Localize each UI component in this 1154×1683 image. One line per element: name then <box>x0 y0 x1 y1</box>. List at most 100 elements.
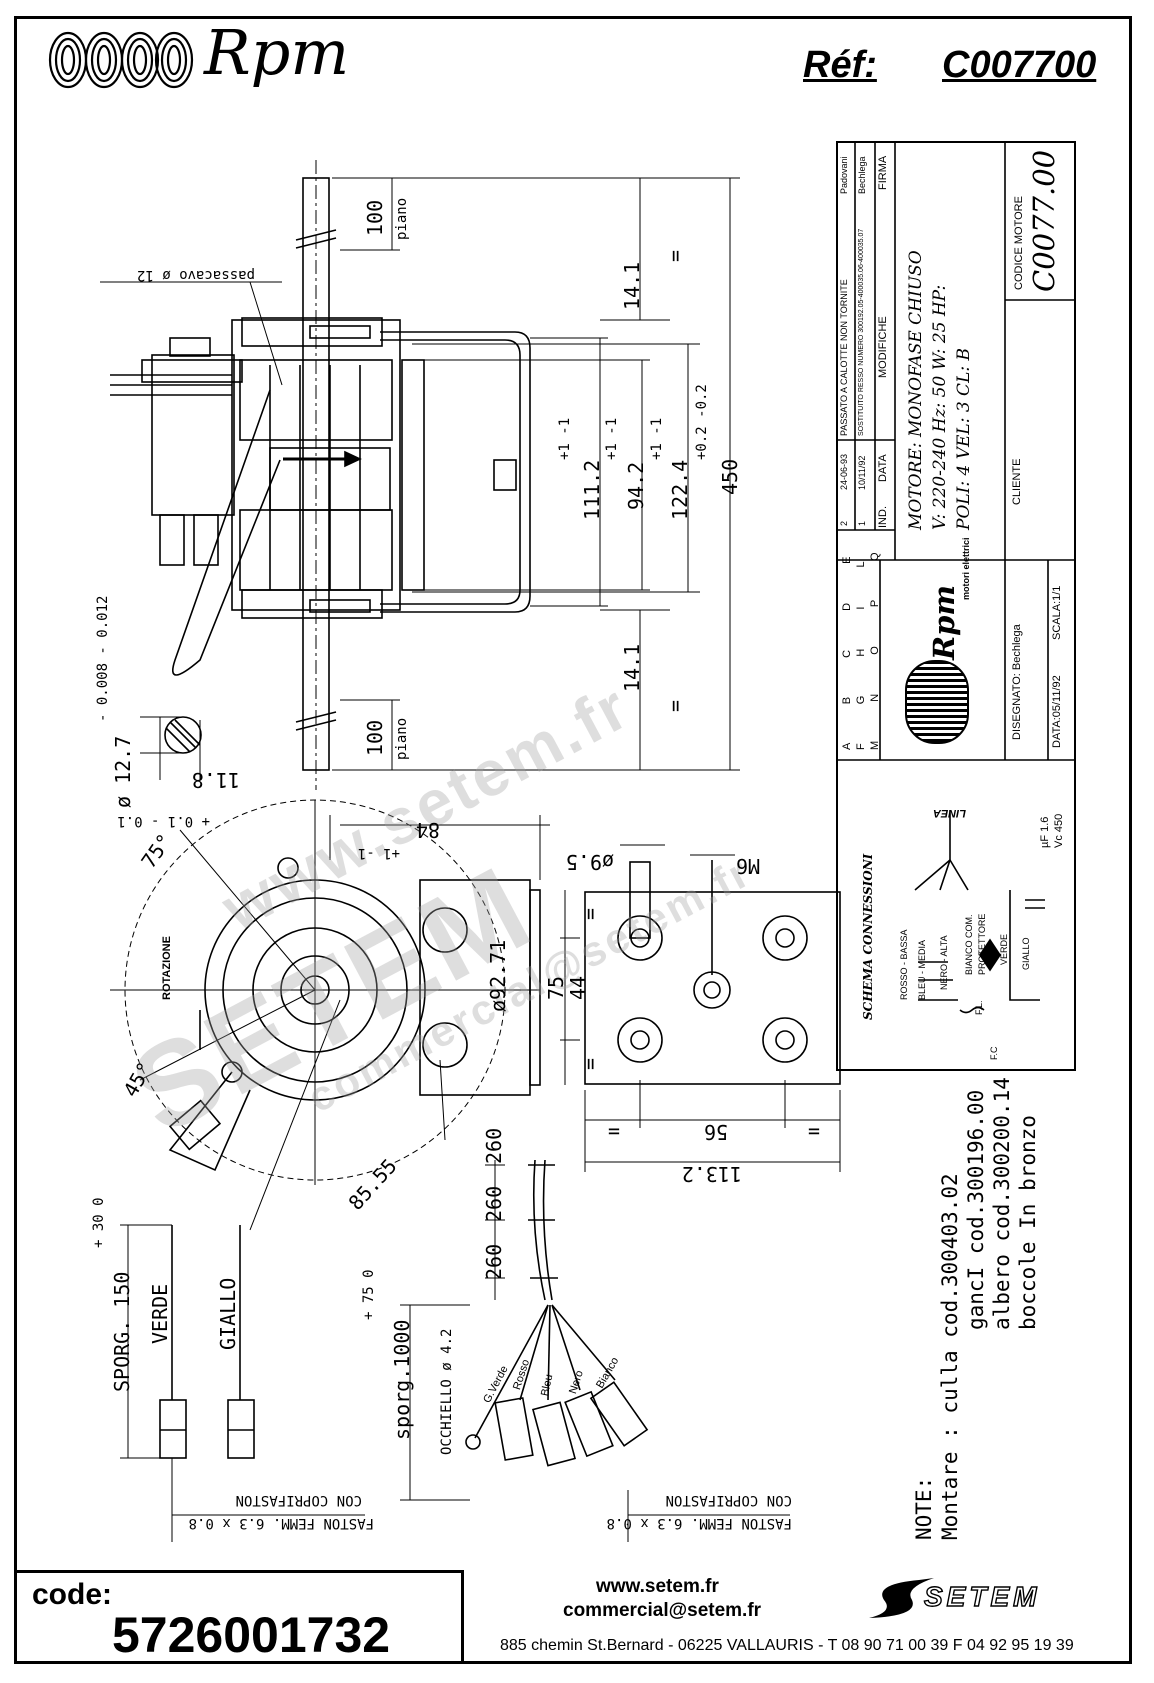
dim-m6: M6 <box>735 854 760 878</box>
dim-top-flat: 100 <box>363 199 387 236</box>
shaft-section <box>140 716 202 780</box>
wiring-schema <box>914 810 1045 1014</box>
setem-swoosh-icon: SETEM <box>869 1578 1040 1618</box>
dim-56: 56 <box>703 1120 728 1144</box>
dim-bottom-flat: 100 <box>363 719 387 756</box>
tb-letters-2: F G H I L <box>855 543 867 750</box>
dim-450: 450 <box>718 458 742 495</box>
mounting-plate <box>584 860 841 1085</box>
code-label: code: <box>32 1578 113 1611</box>
schema-cap-uf: µF 1.6 <box>1039 816 1051 848</box>
schema-fc: F.C <box>989 1046 999 1061</box>
rev-2-signature: Padovani <box>839 156 849 194</box>
dim-122-tol: +1 -1 <box>649 417 665 460</box>
notes-line-3: albero cod.300200.14 <box>990 1077 1014 1330</box>
cap-lead-length: SPORG. 150 <box>110 1271 134 1392</box>
shaft-flat-tol: + 0.1 - 0.1 <box>117 813 210 829</box>
dim-75: 75 <box>544 975 568 1000</box>
draw-scale: SCALA:1/1 <box>1051 585 1063 640</box>
dim-94: 94.2 <box>624 461 648 510</box>
dim-84-tol: +1 -1 <box>357 845 400 861</box>
eyelet-label: OCCHIELLO ø 4.2 <box>439 1328 455 1455</box>
lead-length: sporg.1000 <box>390 1319 414 1440</box>
motor-shaft <box>295 160 337 790</box>
draw-date: DATA:05/11/92 <box>1051 675 1063 748</box>
notes-line-1: Montare : culla cod.300403.02 <box>938 1173 962 1540</box>
rotation-label: ROTAZIONE <box>161 936 173 1000</box>
code-box <box>14 1570 464 1664</box>
shaft-flat: 11.8 <box>191 768 240 792</box>
rpm-coils-icon <box>48 31 194 89</box>
email-link[interactable]: commercial@setem.fr <box>563 1600 762 1621</box>
equal-bottom: = <box>663 699 687 712</box>
rev-2-text: PASSATO A CALOTTE NON TORNITE <box>839 279 849 436</box>
tb-letters-1: A B C D E <box>841 538 853 750</box>
dim-122: 122.4 <box>668 459 692 520</box>
motor-spec-2: POLI: 4 VEL: 3 CL: B <box>954 348 974 530</box>
schema-wire-bleu: BLEU - MEDIA <box>917 939 927 1000</box>
shaft-diameter: ø 12.7 <box>111 735 135 808</box>
lead-segment-2: 260 <box>482 1185 506 1222</box>
schema-wire-verde: VERDE <box>999 933 1009 965</box>
rev-2-date: 24-06-93 <box>839 453 849 490</box>
faston-right-2: FASTON FEMM. 6.3 x 0.8 <box>606 1515 792 1531</box>
tb-letters-3: M N O P Q <box>869 534 881 750</box>
tb-coil-icon <box>905 660 969 744</box>
lead-segment-3: 260 <box>482 1243 506 1280</box>
faston-left-1: CON COPRIFASTON <box>235 1492 362 1508</box>
title-block-grid <box>836 141 1076 1071</box>
rev-1-signature: Bechlega <box>857 156 867 194</box>
tb-data-header: DATA <box>877 454 889 482</box>
tb-firma-header: FIRMA <box>877 155 889 190</box>
schema-wire-nero: NERO - ALTA <box>939 935 949 990</box>
tb-modifiche-header: MODIFICHE <box>877 316 889 378</box>
setem-logo-text: SETEM <box>924 1581 1040 1612</box>
dim-14-bottom: 14.1 <box>620 643 644 692</box>
lead-segment-1: 260 <box>482 1127 506 1164</box>
dim-bottom-flat-label: piano <box>394 717 410 760</box>
capacitor-leads <box>159 1225 255 1459</box>
lead-length-tol: + 75 0 <box>361 1269 377 1320</box>
cap-lead-length-tol: + 30 0 <box>91 1197 107 1248</box>
dim-111: 111.2 <box>580 459 604 520</box>
tb-ind-header: IND. <box>877 506 889 528</box>
equal-top: = <box>663 249 687 262</box>
dim-44: 44 <box>566 975 590 1000</box>
wire-harness <box>465 1159 649 1467</box>
schema-wire-giallo: GIALLO <box>1021 937 1031 970</box>
faston-right-1: CON COPRIFASTON <box>665 1492 792 1508</box>
notes-line-2: gancI cod.300196.00 <box>964 1089 988 1330</box>
cable-gland-label: passacavo ø 12 <box>136 267 255 283</box>
dim-94-tol: +1 -1 <box>604 417 620 460</box>
notes-line-4: boccole In bronzo <box>1016 1115 1040 1330</box>
dim-450-tol: +0.2 -0.2 <box>694 384 710 460</box>
reference-code: C007700 <box>942 44 1097 86</box>
rev-1-index: 1 <box>857 520 867 526</box>
notes-title: NOTE: <box>912 1476 936 1540</box>
dim-14-top: 14.1 <box>620 261 644 310</box>
rev-1-date: 10/11/92 <box>857 455 867 490</box>
dim-113: 113.2 <box>681 1162 742 1186</box>
codice-motore: C0077.00 <box>1027 149 1061 292</box>
rev-1-text: SOSTITUITO RESSO NUMERO 300192.05-400035… <box>858 228 865 436</box>
schema-wire-rosso: ROSSO - BASSA <box>899 929 909 1000</box>
motor-type: MOTORE: MONOFASE CHIUSO <box>906 250 926 530</box>
cap-lead-verde: VERDE <box>148 1283 172 1344</box>
codice-label: CODICE MOTORE <box>1013 196 1025 290</box>
equal-bottom-plate: = <box>578 1057 602 1070</box>
dim-111-tol: +1 -1 <box>557 417 573 460</box>
reference-label: Réf: <box>803 44 877 86</box>
shaft-diameter-tol: - 0.008 - 0.012 <box>95 595 111 722</box>
schema-fl: F.L. <box>974 1000 984 1015</box>
website-link[interactable]: www.setem.fr <box>596 1576 719 1597</box>
schema-title: SCHEMA CONNESSIONI <box>861 853 875 1020</box>
address: 885 chemin St.Bernard - 06225 VALLAURIS … <box>500 1637 1074 1654</box>
brand-name: Rpm <box>204 16 350 89</box>
schema-wire-bianco: BIANCO COM. <box>964 914 974 975</box>
equal-left: = <box>607 1120 620 1144</box>
cap-lead-giallo: GIALLO <box>216 1277 240 1350</box>
dim-top-flat-label: piano <box>394 197 410 240</box>
drawing-frame <box>14 16 1132 1664</box>
dim-92-71: ø92.71 <box>486 939 510 1012</box>
rev-2-index: 2 <box>839 520 849 526</box>
